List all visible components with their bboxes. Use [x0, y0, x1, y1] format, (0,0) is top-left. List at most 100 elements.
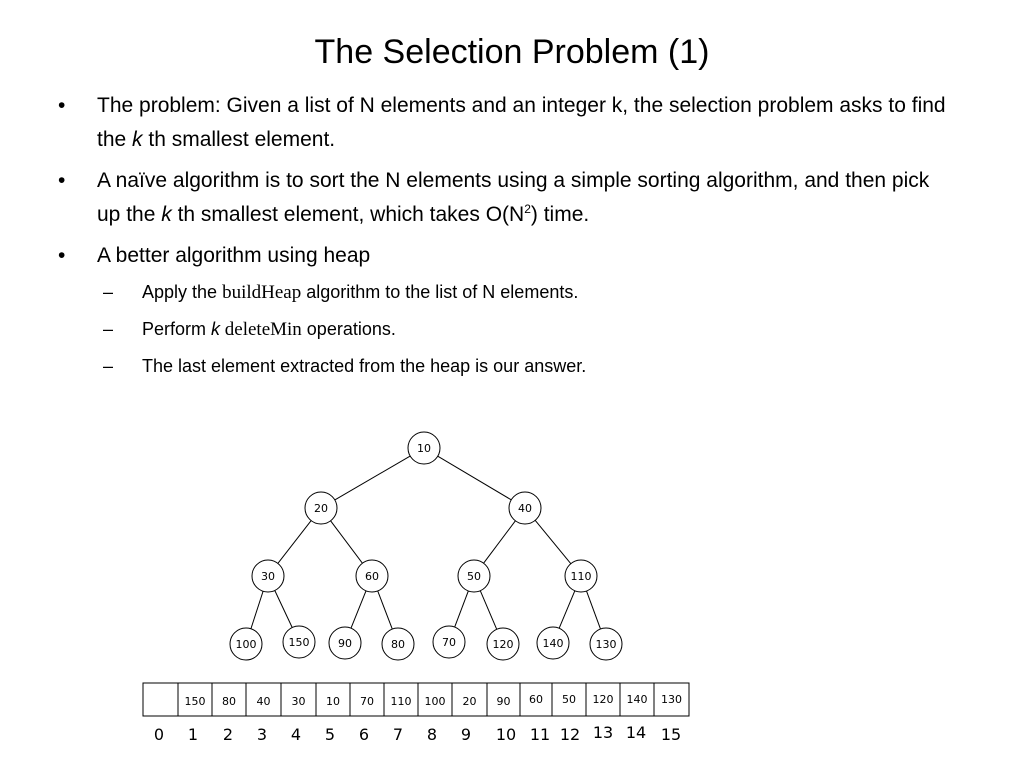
node-circle	[564, 559, 598, 593]
node-label: 150	[289, 636, 310, 649]
node-label: 20	[314, 502, 328, 515]
tree-edge	[334, 455, 411, 501]
array-cell-value: 110	[391, 695, 412, 708]
array-cell-value: 20	[463, 695, 477, 708]
array-index-label: 13	[593, 723, 613, 742]
array-index-label: 3	[257, 725, 267, 744]
sub-bullet-list: Apply the buildHeap algorithm to the lis…	[103, 274, 958, 385]
heap-node: 100	[229, 627, 263, 661]
array-cell-value: 60	[529, 693, 543, 706]
node-label: 70	[442, 636, 456, 649]
k-variable: k	[161, 203, 172, 226]
heap-node: 140	[536, 626, 570, 660]
sub-text: The last element extracted from the heap…	[142, 356, 587, 376]
heap-node: 50	[457, 559, 491, 593]
array-index-label: 12	[560, 725, 580, 744]
sub-text: Apply the	[142, 282, 223, 302]
heap-node: 110	[564, 559, 598, 593]
node-label: 100	[236, 638, 257, 651]
bullet-problem-text: The problem: Given a list of N elements …	[97, 94, 946, 151]
array-cell-value: 120	[593, 693, 614, 706]
node-label: 90	[338, 637, 352, 650]
array-cell-value: 80	[222, 695, 236, 708]
tree-edge	[277, 520, 312, 564]
node-label: 30	[261, 570, 275, 583]
node-circle	[381, 627, 415, 661]
tree-edges	[250, 455, 601, 630]
array-index-label: 10	[496, 725, 516, 744]
array-cell	[486, 682, 521, 717]
array-cell	[245, 682, 282, 717]
heap-node: 70	[432, 625, 466, 659]
array-index-label: 6	[359, 725, 369, 744]
bullet-list: The problem: Given a list of N elements …	[58, 89, 958, 392]
node-circle	[282, 625, 316, 659]
bullet-naive: A naïve algorithm is to sort the N eleme…	[58, 164, 958, 232]
node-label: 50	[467, 570, 481, 583]
array-cell-value: 30	[292, 695, 306, 708]
array-cell	[142, 682, 179, 717]
tree-edge	[534, 520, 572, 564]
array-cell-value: 150	[185, 695, 206, 708]
tree-edge	[479, 590, 498, 630]
bullet-heap-text: A better algorithm using heap	[97, 244, 371, 267]
node-label: 130	[596, 638, 617, 651]
slide-title: The Selection Problem (1)	[314, 33, 710, 71]
heap-node: 60	[355, 559, 389, 593]
array-cell-value: 100	[425, 695, 446, 708]
array-index-label: 7	[393, 725, 403, 744]
array-cell-value: 140	[627, 693, 648, 706]
array-cell	[653, 682, 690, 717]
k-variable: k	[132, 128, 143, 151]
array-index-label: 8	[427, 725, 437, 744]
array-index-label: 14	[626, 723, 646, 742]
tree-edge	[483, 520, 516, 564]
array-index-label: 1	[188, 725, 198, 744]
node-label: 80	[391, 638, 405, 651]
deletemin-code: deleteMin	[220, 319, 302, 340]
heap-node: 40	[508, 491, 542, 525]
node-circle	[304, 491, 338, 525]
tree-edge	[350, 590, 367, 629]
bullet-problem: The problem: Given a list of N elements …	[58, 89, 958, 157]
node-label: 60	[365, 570, 379, 583]
node-circle	[229, 627, 263, 661]
array-index-label: 5	[325, 725, 335, 744]
k-variable: k	[211, 319, 221, 339]
array-cell	[417, 682, 453, 717]
sub-bullet-answer: The last element extracted from the heap…	[103, 348, 958, 385]
array-cell-value: 70	[360, 695, 374, 708]
tree-edge	[250, 591, 264, 629]
array-cell-value: 10	[326, 695, 340, 708]
node-label: 110	[571, 570, 592, 583]
node-label: 120	[493, 638, 514, 651]
tree-nodes: 10 20 40 30 60 50 110 100 150 90 80 70 120 140 130	[229, 431, 623, 661]
node-circle	[536, 626, 570, 660]
tree-edge	[558, 590, 576, 629]
array-cell	[519, 682, 553, 717]
array-index-label: 15	[661, 725, 681, 744]
array-cell	[383, 682, 419, 717]
node-circle	[457, 559, 491, 593]
array-cell	[585, 682, 621, 717]
heap-node: 20	[304, 491, 338, 525]
exponent: 2	[524, 202, 531, 216]
node-circle	[251, 559, 285, 593]
array-cell-value: 40	[257, 695, 271, 708]
tree-edge	[330, 520, 363, 564]
array-index-label: 9	[461, 725, 471, 744]
node-label: 140	[543, 637, 564, 650]
heap-node: 10	[407, 431, 441, 465]
tree-edge	[377, 590, 393, 630]
tree-edge	[274, 590, 293, 628]
bullet-heap: A better algorithm using heap Apply the …	[58, 239, 958, 385]
heap-node: 150	[282, 625, 316, 659]
heap-node: 90	[328, 626, 362, 660]
node-circle	[328, 626, 362, 660]
node-circle	[508, 491, 542, 525]
node-label: 10	[417, 442, 431, 455]
sub-text: operations.	[301, 319, 396, 339]
